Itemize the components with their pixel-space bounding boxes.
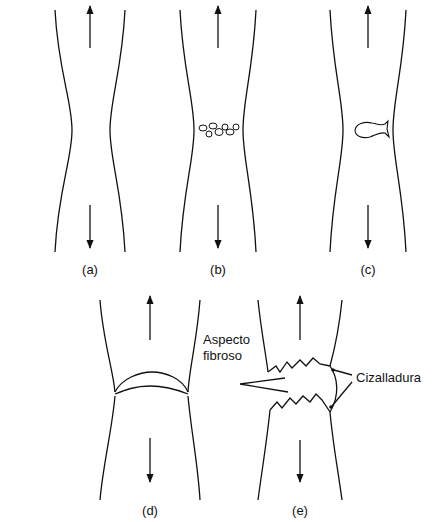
microvoids: [199, 123, 239, 137]
leader-line: [332, 382, 352, 406]
figure-letter: (d): [142, 503, 158, 519]
load-arrow: [149, 296, 150, 340]
specimen-outline: [180, 10, 194, 252]
callout-label: Cizalladura: [356, 370, 421, 386]
load-arrow: [217, 205, 218, 248]
specimen-outline: [393, 10, 406, 252]
fracture-surface: [115, 372, 188, 392]
shear-point: [329, 405, 333, 409]
specimen-outline: [100, 300, 115, 392]
load-arrow: [149, 438, 150, 482]
specimen-outline: [55, 10, 72, 252]
figure-letter: (c): [360, 262, 375, 278]
specimen-outline: [330, 412, 342, 500]
fracture-surface: [115, 386, 188, 394]
load-arrow: [299, 296, 300, 340]
load-arrow: [89, 205, 90, 248]
fracture-surface: [268, 358, 330, 372]
specimen-outline: [110, 10, 125, 252]
shear-point: [331, 368, 335, 372]
specimen-outline: [188, 396, 200, 500]
callout-label: Aspecto fibroso: [203, 332, 261, 363]
specimen-outline: [330, 10, 343, 252]
load-arrow: [217, 6, 218, 48]
crack: [355, 121, 389, 138]
load-arrow: [89, 6, 90, 48]
load-arrow: [367, 6, 368, 48]
specimen-outline: [258, 300, 268, 372]
load-arrow: [299, 440, 300, 482]
specimen-outline: [243, 10, 256, 252]
fracture-surface: [270, 394, 330, 412]
pointer-arrow: [240, 378, 288, 392]
specimen-outline: [188, 300, 200, 392]
figure-letter: (a): [82, 262, 98, 278]
figure-letter: (e): [292, 503, 308, 519]
specimen-outline: [258, 410, 270, 500]
figure-letter: (b): [210, 262, 226, 278]
specimen-outline: [100, 396, 115, 500]
specimen-outline: [330, 300, 342, 366]
leader-line: [334, 370, 352, 375]
load-arrow: [367, 205, 368, 248]
